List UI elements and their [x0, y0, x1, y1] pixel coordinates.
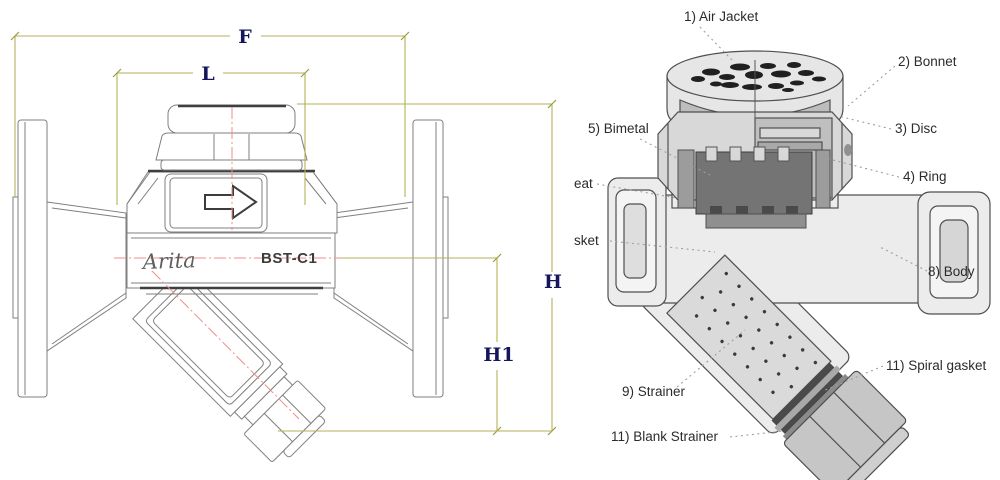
ring-part: [757, 141, 823, 151]
dimension-lines: F L H H1: [10, 26, 562, 436]
dim-label-h: H: [544, 271, 562, 293]
cutaway-illustration: 1) Air Jacket 2) Bonnet 3) Disc 4) Ring …: [574, 9, 991, 480]
y-strainer: [132, 265, 326, 462]
callout-blank-strainer: 11) Blank Strainer: [611, 429, 719, 444]
dimension-f: F: [10, 26, 410, 197]
outlet-port: [917, 191, 991, 315]
flow-arrow-icon: [204, 184, 258, 220]
mesh-perforations: [694, 271, 818, 395]
bonnet-side-hole: [844, 144, 852, 156]
strainer-cap: [783, 370, 910, 480]
dim-label-h1: H1: [483, 344, 514, 366]
bonnet-hex-nut: [155, 132, 308, 161]
nameplate-band: [126, 232, 336, 289]
model-text: BST-C1: [261, 250, 317, 267]
strainer-assembly: [666, 254, 910, 480]
disc-part: [759, 127, 821, 139]
valve-body: [126, 169, 338, 295]
callout-seat-partial: eat: [574, 176, 593, 191]
seat-part: [705, 213, 807, 229]
callout-disc: 3) Disc: [895, 121, 937, 136]
air-jacket-texture: [691, 62, 826, 92]
dimension-l: L: [112, 63, 310, 205]
dimensional-drawing: F L H H1 Arita BST-C1: [10, 26, 562, 462]
callout-bimetal: 5) Bimetal: [588, 121, 649, 136]
bimetal-stack: [677, 146, 831, 229]
callout-ring: 4) Ring: [903, 169, 947, 184]
leader-lines: [596, 26, 928, 438]
callout-body: 8) Body: [928, 264, 975, 279]
callout-gasket-partial: sket: [574, 233, 599, 248]
centerlines: [114, 107, 347, 420]
bimetal-teeth: [710, 206, 798, 214]
spiral-gasket-rings: [771, 362, 849, 440]
callout-spiral-gasket: 11) Spiral gasket: [886, 358, 987, 373]
brand-logo-text: Arita: [140, 248, 196, 274]
dim-label-f: F: [238, 26, 252, 48]
dim-label-l: L: [201, 63, 214, 85]
callout-strainer: 9) Strainer: [622, 384, 686, 399]
left-flange: [12, 119, 48, 398]
inlet-port: [607, 177, 667, 307]
callout-air-jacket: 1) Air Jacket: [684, 9, 759, 24]
pipe-hubs: [46, 201, 414, 352]
bonnet-assembly: [155, 104, 308, 171]
bimetal-slots: [705, 146, 790, 162]
callout-bonnet: 2) Bonnet: [898, 54, 957, 69]
dimension-h: H: [297, 99, 562, 436]
